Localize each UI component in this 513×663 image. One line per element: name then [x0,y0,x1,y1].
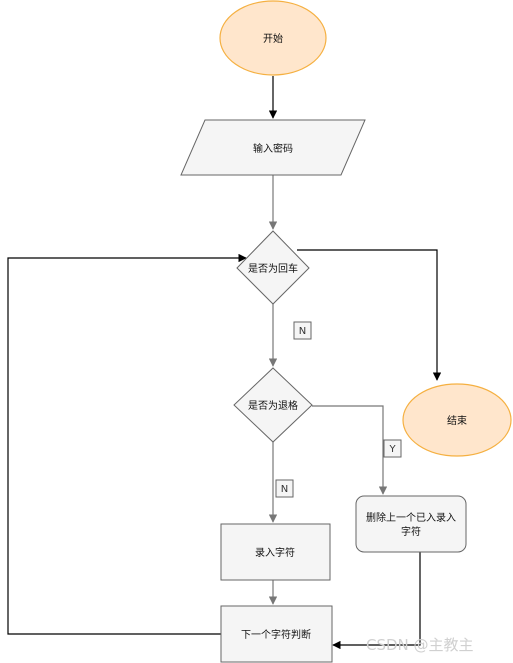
start-label: 开始 [263,32,283,45]
edge-enter-to-end [297,249,442,381]
edge-delete-to-next [332,552,421,650]
edge-next-loop-to-enter [7,253,247,635]
node-end: 结束 [402,383,512,457]
is-backspace-label: 是否为退格 [248,399,298,412]
is-enter-label: 是否为回车 [248,262,298,275]
end-label: 结束 [447,414,467,427]
node-next-char: 下一个字符判断 [220,605,333,663]
backspace-no-text: N [281,484,288,495]
node-delete-prev: 删除上一个已入录入 字符 [355,495,467,553]
next-char-label: 下一个字符判断 [241,628,311,641]
input-password-label: 输入密码 [253,142,293,155]
node-is-backspace: 是否为退格 [233,367,313,443]
node-start: 开始 [219,0,327,76]
edge-label-enter-no: N [293,321,312,340]
node-input-password: 输入密码 [180,119,366,176]
edges [7,76,442,650]
node-record-char: 录入字符 [220,523,331,581]
enter-no-text: N [299,326,306,337]
edge-label-backspace-no: N [275,479,294,498]
edge-backspace-to-delete [312,405,388,495]
delete-prev-label-line-1: 删除上一个已入录入 [366,511,456,524]
delete-prev-label-line-2: 字符 [401,525,421,538]
node-is-enter: 是否为回车 [236,230,310,305]
backspace-yes-text: Y [388,444,396,455]
record-char-label: 录入字符 [255,546,295,559]
watermark: CSDN @主教主 [366,636,474,654]
edge-label-backspace-yes: Y [383,439,402,458]
